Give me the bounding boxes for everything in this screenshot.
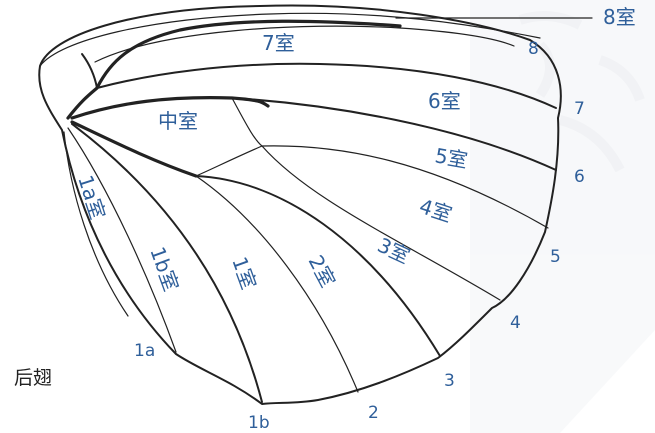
cell-4-label: 4室 — [416, 194, 455, 227]
vein-1a-label: 1a — [134, 341, 155, 361]
vein-3 — [195, 175, 441, 357]
cell-6-label: 6室 — [428, 89, 461, 113]
vein-8-label: 8 — [528, 39, 539, 59]
vein-7 — [96, 62, 557, 109]
vein-6-label: 6 — [574, 167, 585, 187]
vein-4 — [261, 145, 501, 301]
cell-1-label: 1室 — [227, 254, 261, 293]
figure-caption: 后翅 — [14, 367, 52, 389]
discal-cell-end — [195, 97, 263, 177]
cell-8-label: 8室 — [603, 5, 636, 29]
cell-1a-label: 1a室 — [73, 172, 110, 222]
vein-1 — [71, 123, 263, 403]
vein-1b — [67, 127, 177, 353]
wing-outline — [38, 4, 562, 405]
vein-2-label: 2 — [368, 403, 379, 423]
vein-humeral — [81, 53, 98, 89]
vein-7-label: 7 — [574, 99, 585, 119]
vein-5-label: 5 — [550, 247, 561, 267]
vein-4-label: 4 — [510, 313, 521, 333]
vein-6 — [231, 97, 557, 171]
cell-7-label: 7室 — [262, 31, 295, 55]
discal-cell-upper — [70, 96, 270, 120]
vein-2 — [195, 175, 359, 393]
vein-8 — [94, 25, 515, 63]
vein-3-label: 3 — [444, 371, 455, 391]
costa-vein — [39, 12, 541, 67]
vein-1a — [63, 131, 129, 317]
cell-5-label: 5室 — [433, 143, 469, 172]
vein-7-base — [66, 19, 402, 120]
discal-cell-lower — [70, 120, 198, 178]
cell-2-label: 2室 — [304, 251, 341, 291]
watermark — [470, 0, 655, 433]
discal-cell-label: 中室 — [158, 109, 198, 133]
cell-3-label: 3室 — [374, 233, 414, 269]
vein-1b-label: 1b — [248, 413, 270, 433]
vein-5 — [261, 145, 549, 229]
